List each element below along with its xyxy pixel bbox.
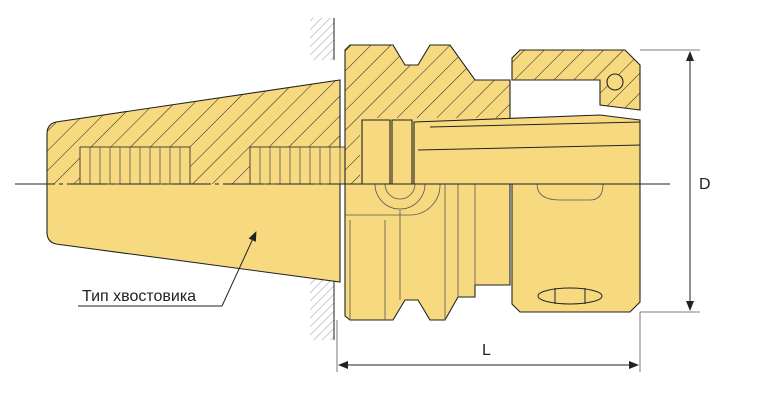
taper-shank (46, 79, 361, 283)
length-dimension (336, 312, 641, 372)
diameter-label: D (699, 176, 711, 193)
shank-type-leader (78, 231, 257, 307)
diameter-dimension (640, 49, 700, 313)
shank-type-label: Тип хвостовика (82, 288, 197, 305)
clamping-nut (511, 49, 641, 313)
collet (361, 114, 641, 185)
wall-hatch (310, 18, 335, 340)
length-label: L (482, 342, 491, 359)
